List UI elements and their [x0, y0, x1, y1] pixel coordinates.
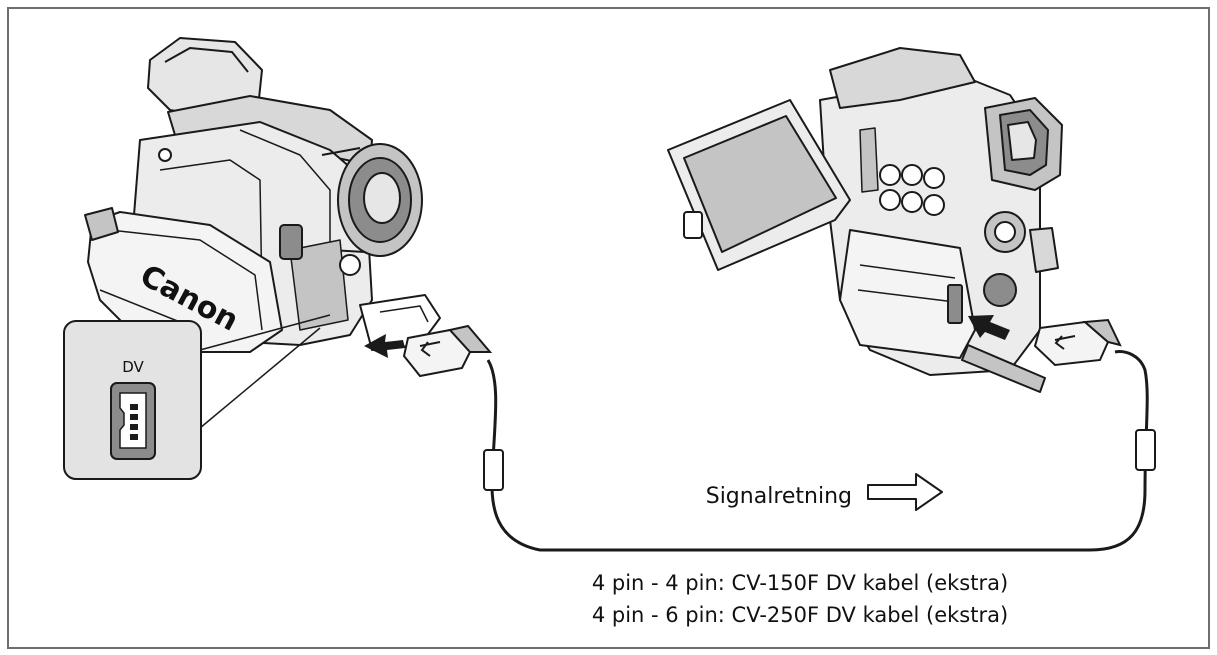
left-plug: [402, 324, 493, 378]
dv-port-inset: DV: [63, 314, 331, 480]
dv-pin-3: [130, 424, 138, 430]
right-ferrite-core: [1135, 429, 1156, 471]
right-camcorder: [819, 47, 1063, 393]
dv-port-socket: [119, 392, 147, 449]
dv-pin-2: [130, 414, 138, 420]
dv-cable: [486, 350, 1149, 552]
right-plug: [1033, 318, 1122, 367]
left-insert-arrow: [364, 334, 405, 358]
signal-direction-arrow: [867, 473, 943, 511]
inset-callout-lower: [199, 327, 321, 429]
dv-pin-4: [130, 434, 138, 440]
cable-spec-line-1: 4 pin - 4 pin: CV-150F DV kabel (ekstra): [592, 571, 1008, 595]
dv-pin-1: [130, 404, 138, 410]
left-ferrite-core: [483, 449, 504, 491]
inset-callout-upper: [199, 314, 331, 351]
cable-spec-line-2: 4 pin - 6 pin: CV-250F DV kabel (ekstra): [592, 603, 1008, 627]
signal-direction-label: Signalretning: [706, 484, 852, 509]
right-insert-arrow: [968, 315, 1010, 340]
left-camcorder: [84, 37, 441, 353]
dv-port-label: DV: [122, 358, 144, 376]
right-lcd-screen: [667, 99, 851, 271]
